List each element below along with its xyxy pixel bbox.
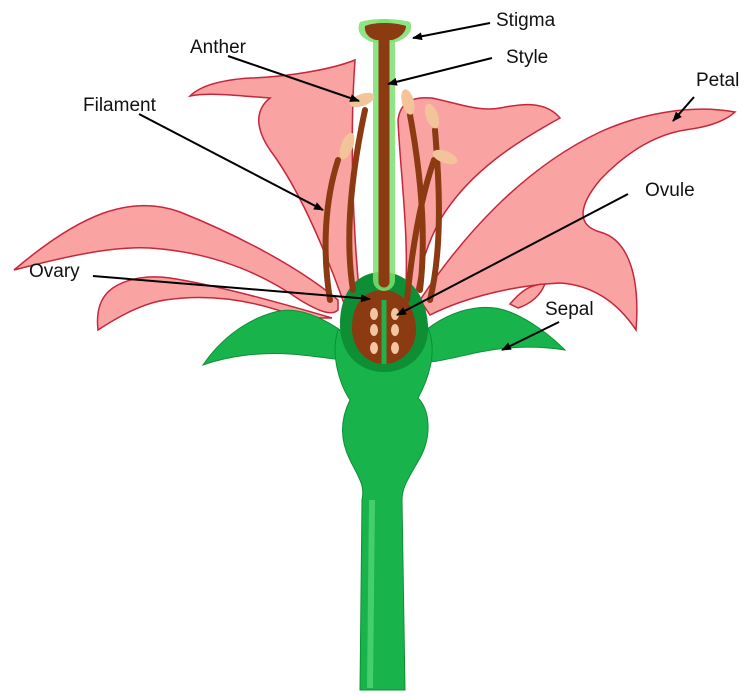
label-filament: Filament [83, 95, 157, 116]
label-stigma: Stigma [496, 10, 556, 31]
stigma-leader [413, 23, 490, 38]
ovule [370, 342, 378, 354]
label-sepal: Sepal [545, 299, 594, 320]
ovule [370, 308, 378, 320]
label-petal: Petal [696, 70, 739, 91]
label-ovary: Ovary [29, 261, 80, 282]
ovule [391, 324, 399, 336]
style-leader [388, 58, 492, 84]
label-style: Style [506, 47, 548, 68]
stem-group [335, 328, 432, 690]
stem-highlight [370, 500, 372, 688]
sepal-right [410, 307, 565, 362]
label-anther: Anther [190, 37, 247, 58]
ovule [370, 324, 378, 336]
label-ovule: Ovule [645, 180, 695, 201]
receptacle [335, 328, 432, 690]
ovule [391, 342, 399, 354]
